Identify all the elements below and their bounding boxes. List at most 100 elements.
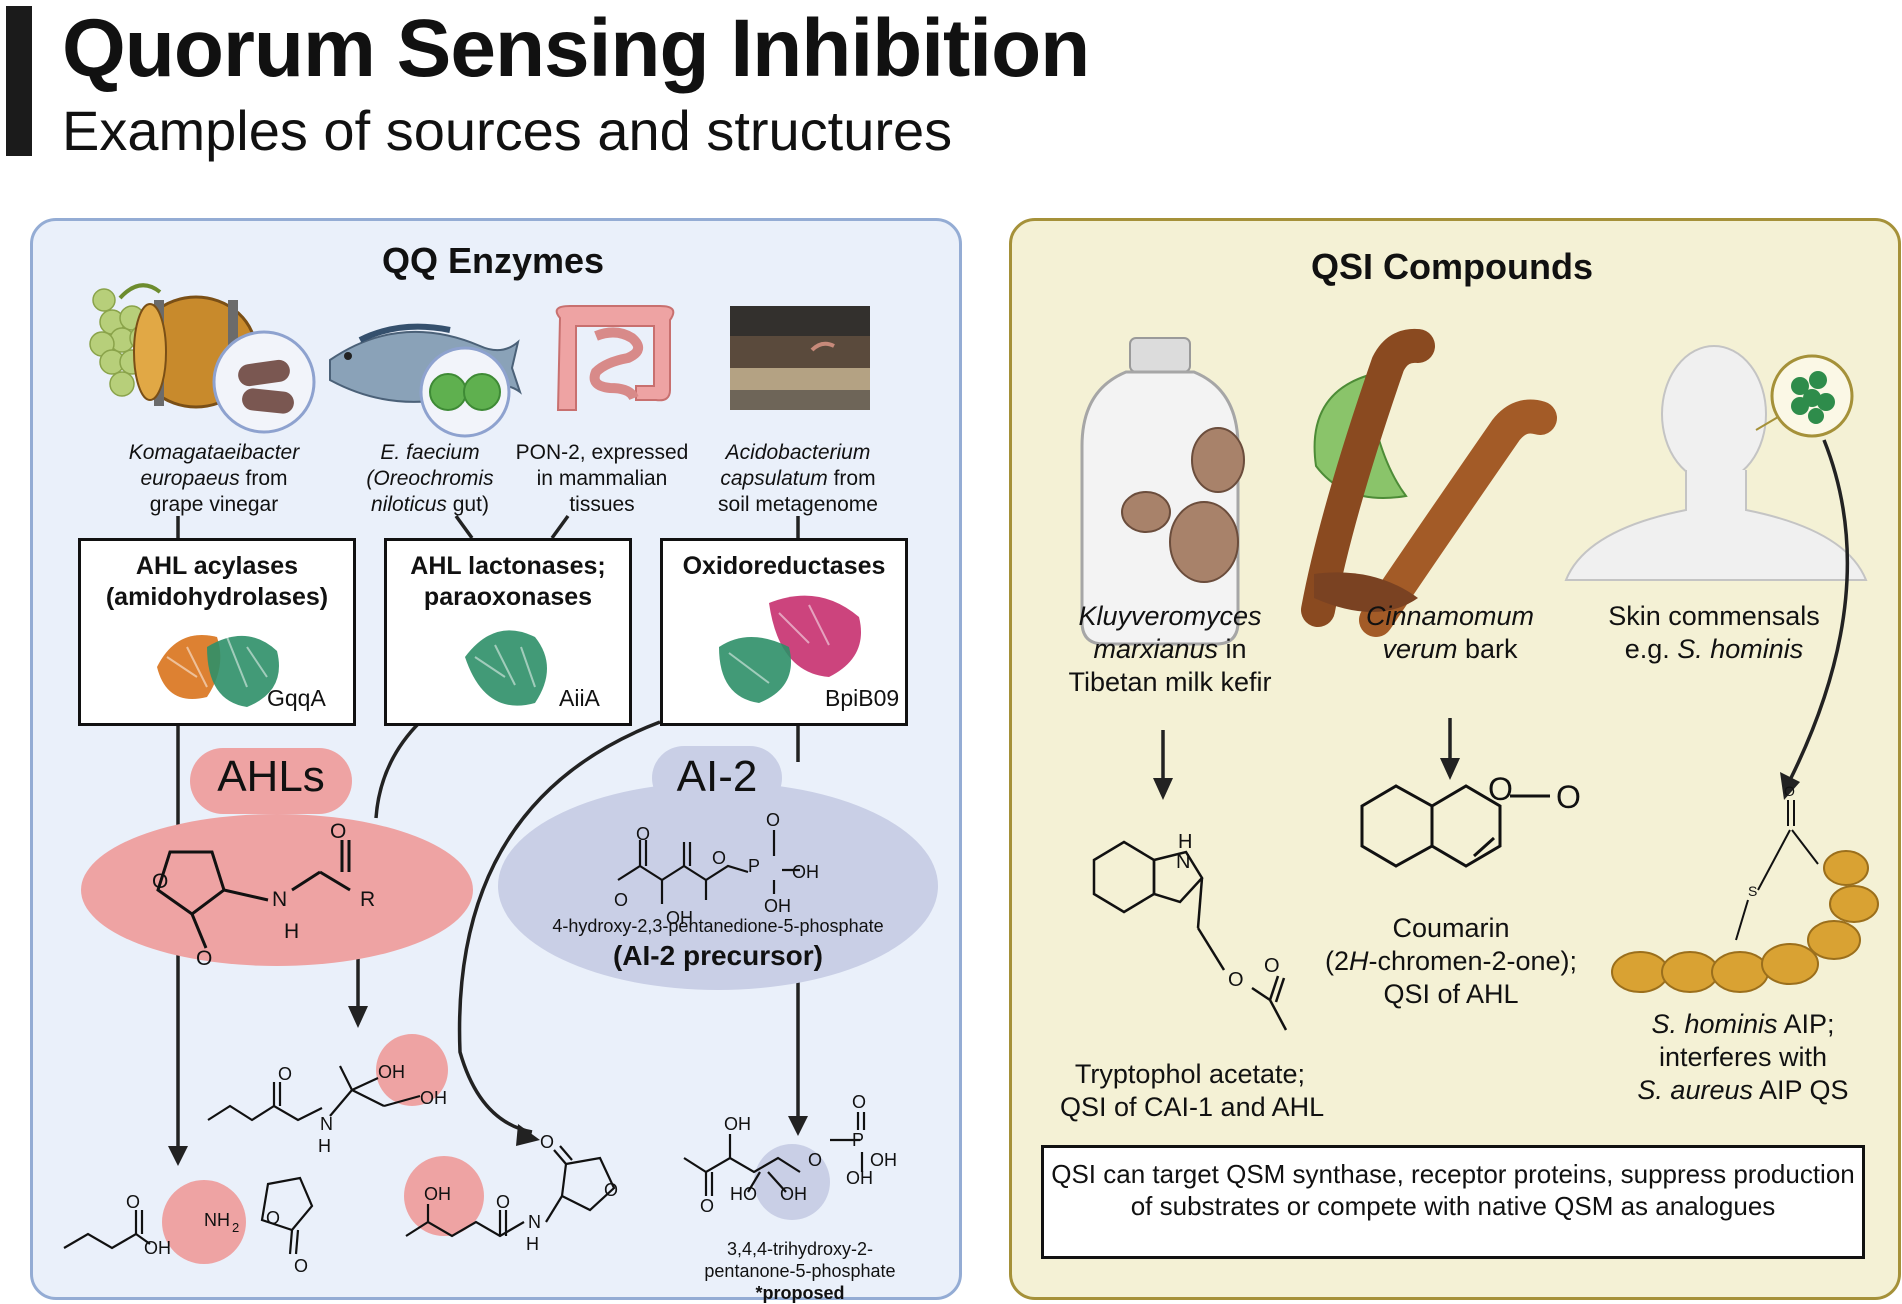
svg-text:OH: OH <box>846 1168 873 1188</box>
protein-label-bpib09: BpiB09 <box>825 685 900 711</box>
svg-text:O: O <box>700 1196 714 1216</box>
svg-text:OH: OH <box>792 862 819 882</box>
title-accent-bar <box>6 6 32 156</box>
bacteria-cocci-inset-icon <box>419 346 511 438</box>
svg-text:O: O <box>152 870 168 893</box>
qq-panel-title: QQ Enzymes <box>381 240 605 281</box>
svg-text:OH: OH <box>724 1114 751 1134</box>
svg-text:O: O <box>1784 783 1795 799</box>
svg-text:O: O <box>294 1256 308 1276</box>
source-caption-komagataeibacter: Komagataeibacter europaeus from grape vi… <box>128 441 300 516</box>
svg-text:OH: OH <box>780 1184 807 1204</box>
svg-text:HO: HO <box>730 1184 757 1204</box>
svg-text:P: P <box>748 856 760 876</box>
svg-text:H: H <box>318 1136 331 1156</box>
svg-text:O: O <box>604 1180 618 1200</box>
svg-text:O: O <box>540 1132 554 1152</box>
ahl-label-bg <box>190 748 352 814</box>
svg-text:O: O <box>1228 969 1244 991</box>
svg-text:O: O <box>496 1192 510 1212</box>
svg-text:OH: OH <box>378 1062 405 1082</box>
page-title: Quorum Sensing Inhibition <box>62 3 1090 94</box>
ai2-structure <box>617 830 800 904</box>
milk-bottle-icon <box>1080 337 1245 646</box>
svg-text:OH: OH <box>764 896 791 916</box>
svg-text:O: O <box>278 1064 292 1084</box>
svg-text:OH: OH <box>870 1150 897 1170</box>
svg-text:R: R <box>360 888 375 911</box>
svg-text:NH: NH <box>204 1210 230 1230</box>
svg-text:OH: OH <box>666 908 693 928</box>
svg-text:O: O <box>852 1092 866 1112</box>
svg-text:O: O <box>1556 779 1581 815</box>
qsi-panel-title: QSI Compounds <box>1311 246 1593 287</box>
svg-text:P: P <box>852 1130 864 1150</box>
ai2-label: AI-2 <box>676 752 758 801</box>
svg-text:O: O <box>766 810 780 830</box>
qsi-compound-caption-aip: S. hominis AIP; interferes with S. aureu… <box>1637 1009 1849 1105</box>
source-caption-e-faecium: E. faecium (Oreochromis niloticus gut) <box>366 441 494 516</box>
svg-text:O: O <box>614 890 628 910</box>
atom-labels: O O N H O R OH O O O P O OH OH OH OH O N… <box>126 810 897 1276</box>
source-caption-pon2: PON-2, expressed in mammalian tissues <box>515 441 689 516</box>
qsi-summary-note: QSI can target QSM synthase, receptor pr… <box>1041 1145 1865 1259</box>
ahl-structure <box>156 840 351 949</box>
enzyme-box-lactonases: AHL lactonases; paraoxonases AiiA <box>384 538 632 726</box>
svg-text:O: O <box>712 848 726 868</box>
qsi-source-caption-cinnamomum: Cinnamomum verum bark <box>1365 601 1535 664</box>
svg-text:OH: OH <box>420 1088 447 1108</box>
aip-structure <box>1611 800 1879 993</box>
svg-text:O: O <box>1488 771 1513 807</box>
svg-text:N: N <box>272 888 287 911</box>
svg-text:N: N <box>1176 851 1190 873</box>
ahls-label: AHLs <box>217 752 325 801</box>
tryptophol-acetate-structure <box>1092 840 1288 1031</box>
human-head-icon <box>1564 345 1868 581</box>
product-highlight-2 <box>162 1180 246 1264</box>
cinnamon-bark-icon <box>1301 328 1557 637</box>
svg-text:O: O <box>126 1192 140 1212</box>
qsi-compound-caption-coumarin: Coumarin (2H-chromen-2-one); QSI of AHL <box>1324 913 1578 1009</box>
svg-text:N: N <box>320 1114 333 1134</box>
svg-text:OH: OH <box>144 1238 171 1258</box>
svg-text:H: H <box>284 920 299 943</box>
svg-text:H: H <box>1178 831 1192 853</box>
product-highlight-4 <box>754 1144 830 1220</box>
page-subtitle: Examples of sources and structures <box>62 99 953 162</box>
ai2-ellipse <box>498 782 938 990</box>
coumarin-structure <box>1360 784 1550 868</box>
svg-text:O: O <box>808 1150 822 1170</box>
grapes-barrel-icon <box>89 283 258 409</box>
product-structures <box>63 1065 866 1255</box>
svg-text:O: O <box>330 820 346 843</box>
protein-label-aiia: AiiA <box>559 685 600 711</box>
svg-text:S: S <box>1748 883 1757 899</box>
protein-label-gqqa: GqqA <box>267 685 326 711</box>
qsi-source-caption-skin: Skin commensals e.g. S. hominis <box>1608 601 1820 664</box>
ai2-compound-name: 4-hydroxy-2,3-pentanedione-5-phosphate <box>552 916 884 936</box>
svg-text:O: O <box>196 947 212 970</box>
qsi-atom-labels: H N O O O O S O <box>1176 771 1795 991</box>
aiia-protein-icon <box>465 630 547 706</box>
svg-text:O: O <box>1264 955 1280 977</box>
svg-text:2: 2 <box>232 1220 239 1235</box>
gqqa-protein-icon <box>157 635 279 707</box>
soil-layers-icon <box>730 306 870 410</box>
qsi-compound-caption-tryptophol: Tryptophol acetate; QSI of CAI-1 and AHL <box>1060 1059 1325 1122</box>
product-highlight-3 <box>404 1156 484 1236</box>
bacteria-rod-inset-icon <box>212 330 316 434</box>
enzyme-box-oxidoreductases: Oxidoreductases BpiB09 <box>660 538 908 726</box>
bpib09-protein-icon <box>719 595 861 703</box>
svg-text:N: N <box>528 1212 541 1232</box>
enzyme-box-acylases: AHL acylases (amidohydrolases) GqqA <box>78 538 356 726</box>
svg-text:H: H <box>526 1234 539 1254</box>
ai2-precursor-note: (AI-2 precursor) <box>612 940 824 971</box>
intestine-icon <box>555 305 675 411</box>
svg-text:O: O <box>266 1208 280 1228</box>
proposed-product-name: 3,4,4-trihydroxy-2- pentanone-5-phosphat… <box>704 1239 896 1303</box>
source-caption-acidobacterium: Acidobacterium capsulatum from soil meta… <box>718 441 878 516</box>
qsi-source-caption-kluyveromyces: Kluyveromyces marxianus in Tibetan milk … <box>1068 601 1272 697</box>
product-highlight-1 <box>376 1034 448 1106</box>
svg-text:OH: OH <box>424 1184 451 1204</box>
